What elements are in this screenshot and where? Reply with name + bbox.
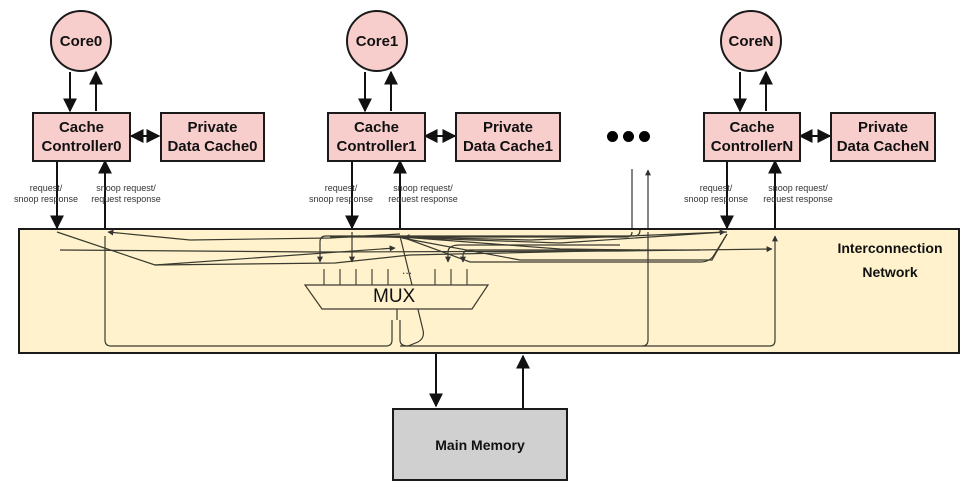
mux-input-lines — [323, 269, 468, 285]
core0[interactable]: Core0 — [50, 10, 112, 72]
controller0-label-line1: Cache — [58, 119, 104, 136]
wire-cn-loop — [400, 235, 778, 347]
mux-shape — [303, 284, 490, 310]
controller1-in-label: snoop request/ request response — [388, 183, 458, 204]
cachen-label-line2: Data CacheN — [836, 138, 930, 155]
mux-label: MUX — [373, 286, 416, 307]
wire-cn-down — [401, 233, 728, 261]
cache1-label-line2: Data Cache1 — [462, 138, 554, 155]
wire-ellipsis-loop — [641, 232, 649, 347]
private-data-cache1[interactable]: Private Data Cache1 — [455, 112, 561, 162]
wire-c1-fanout-b — [401, 233, 728, 263]
cachen-label-line1: Private — [857, 119, 909, 136]
cache-controller1[interactable]: Cache Controller1 — [327, 112, 426, 162]
coren-label: CoreN — [728, 32, 774, 50]
network-title: Interconnection Network — [837, 240, 943, 280]
wire-c0-loop — [104, 236, 393, 347]
mux-ellipsis: ... — [402, 263, 413, 277]
wire-mux-in-a — [317, 229, 641, 263]
controller0-out-label: request/ snoop response — [13, 183, 79, 204]
network-wiring — [56, 229, 778, 347]
controllern-in-label: snoop request/ request response — [763, 183, 833, 204]
cache-controller0[interactable]: Cache Controller0 — [32, 112, 131, 162]
coren[interactable]: CoreN — [720, 10, 782, 72]
controller1-label-line2: Controller1 — [336, 138, 417, 155]
controller0-in-label: snoop request/ request response — [91, 183, 161, 204]
wire-c0-to-c1 — [154, 245, 396, 266]
wire-cn-to-c1 — [403, 231, 728, 241]
private-data-cache0[interactable]: Private Data Cache0 — [160, 112, 265, 162]
controllern-out-label: request/ snoop response — [683, 183, 749, 204]
core0-label: Core0 — [59, 32, 103, 50]
controller0-label-line2: Controller0 — [41, 138, 122, 155]
controller1-label-line1: Cache — [353, 119, 399, 136]
main-memory[interactable]: Main Memory — [392, 408, 568, 481]
core1-label: Core1 — [355, 32, 399, 50]
main-memory-label: Main Memory — [435, 436, 525, 453]
private-data-cachen[interactable]: Private Data CacheN — [830, 112, 936, 162]
cache0-label-line1: Private — [187, 119, 238, 136]
wire-c1-snoop-loop — [399, 235, 425, 347]
core1[interactable]: Core1 — [346, 10, 408, 72]
cache0-label-line2: Data Cache0 — [167, 138, 258, 155]
controllern-label-line1: Cache — [729, 119, 775, 136]
wire-mux-in-c — [460, 249, 700, 263]
wire-ellipsis-req — [330, 231, 633, 238]
cache1-label-line1: Private — [482, 119, 534, 136]
cache-controllern[interactable]: Cache ControllerN — [703, 112, 801, 162]
more-cores-ellipsis-icon — [607, 131, 655, 142]
controller1-out-label: request/ snoop response — [308, 183, 374, 204]
wire-mux-in-b — [445, 244, 620, 263]
interconnection-network[interactable] — [18, 228, 960, 354]
controllern-label-line2: ControllerN — [710, 138, 794, 155]
